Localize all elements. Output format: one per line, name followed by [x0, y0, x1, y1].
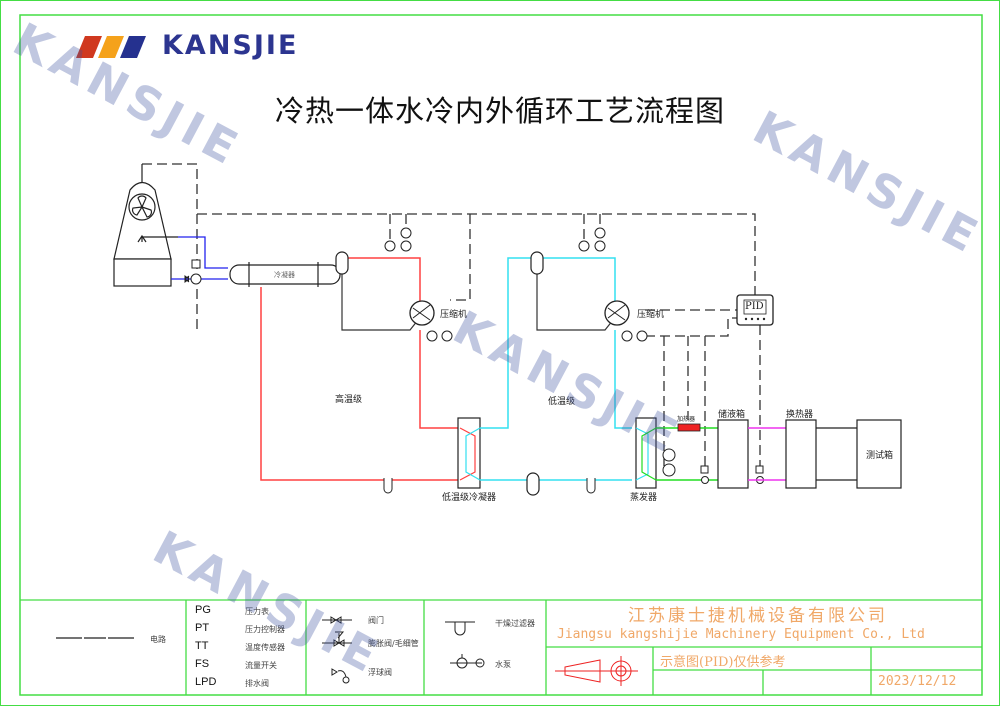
legend-code: FS — [195, 658, 210, 670]
legend-code: PG — [195, 604, 211, 616]
diagram-title: 冷热一体水冷内外循环工艺流程图 — [274, 94, 725, 128]
high-stage-label: 高温级 — [335, 395, 363, 405]
secondary-lines — [748, 427, 786, 481]
receiver-high — [335, 251, 349, 275]
gauges-high — [384, 227, 453, 342]
compressor-low-label: 压缩机 — [637, 310, 665, 320]
low-stage-loop-black — [536, 270, 614, 331]
high-stage-loop-black — [341, 270, 419, 331]
legend-expansion-valve-desc: 膨胀阀/毛细管 — [368, 639, 419, 648]
cooling-water-lines — [171, 236, 228, 280]
heat-exchanger-label: 换热器 — [786, 410, 814, 420]
company-name-en: Jiangsu kangshijie Machinery Equipment C… — [557, 627, 925, 642]
evaporator — [635, 417, 657, 489]
reservoir-tank — [717, 419, 749, 489]
pid-display-label: PID — [745, 301, 764, 312]
cooling-tower — [113, 164, 178, 287]
legend-valve-desc: 阀门 — [368, 616, 384, 625]
heat-exchanger-box — [785, 419, 817, 489]
reservoir-label: 储液箱 — [718, 410, 746, 420]
legend-desc: 压力控制器 — [245, 625, 285, 634]
test-chamber-label: 测试箱 — [866, 451, 894, 461]
legend-line-desc: 电路 — [150, 635, 166, 644]
accumulator-low — [526, 472, 540, 496]
condenser-label: 冷凝器 — [274, 271, 295, 279]
evaporator-label: 蒸发器 — [630, 493, 658, 503]
legend-float-valve-icon — [331, 668, 350, 684]
legend-desc: 温度传感器 — [245, 643, 285, 652]
legend-code: TT — [195, 640, 209, 652]
compressor-low — [604, 300, 630, 326]
legend-float-valve-desc: 浮球阀 — [368, 668, 392, 677]
legend-desc: 排水阀 — [245, 679, 269, 688]
cascade-condenser — [457, 417, 481, 489]
heater-label: 加热器 — [677, 416, 696, 423]
legend-code: PT — [195, 622, 210, 634]
filter-drier-high — [383, 478, 393, 494]
legend-filter-icon — [445, 621, 475, 636]
brand-logo-icon — [76, 36, 146, 58]
legend-code: LPD — [195, 676, 217, 688]
cascade-condenser-label: 低温级冷凝器 — [442, 493, 497, 503]
inner-border — [19, 14, 983, 696]
pid-controller — [736, 294, 774, 326]
compressor-high — [409, 300, 435, 326]
legend-table-grid — [20, 599, 982, 695]
heater — [677, 423, 701, 432]
drawing-date: 2023/12/12 — [878, 674, 957, 689]
legend-expansion-valve-icon — [322, 631, 352, 647]
fan-icon — [128, 193, 156, 221]
legend-filter-desc: 干燥过滤器 — [495, 619, 535, 628]
test-loop-lines — [816, 427, 857, 481]
low-stage-refrigerant-lines — [480, 257, 632, 481]
gauges-low — [578, 227, 648, 342]
company-name-cn: 江苏康士捷机械设备有限公司 — [628, 606, 888, 626]
reference-note: 示意图(PID)仅供参考 — [660, 655, 786, 670]
legend-valve-icon — [322, 616, 352, 624]
condenser — [229, 262, 341, 287]
compressor-high-label: 压缩机 — [440, 310, 468, 320]
filter-drier-low — [586, 478, 596, 494]
test-chamber-box — [856, 419, 902, 489]
low-stage-label: 低温级 — [548, 397, 576, 407]
high-stage-refrigerant-lines — [260, 257, 460, 481]
electrical-lines — [142, 163, 761, 470]
water-pump — [184, 259, 202, 285]
legend-pump-desc: 水泵 — [495, 660, 511, 669]
projection-symbol-icon — [555, 656, 638, 686]
receiver-low — [530, 251, 544, 275]
legend-desc: 流量开关 — [245, 661, 277, 670]
brand-name: KANSJIE — [162, 30, 299, 61]
legend-desc: 压力表 — [245, 607, 269, 616]
legend-pump-icon — [450, 654, 485, 669]
